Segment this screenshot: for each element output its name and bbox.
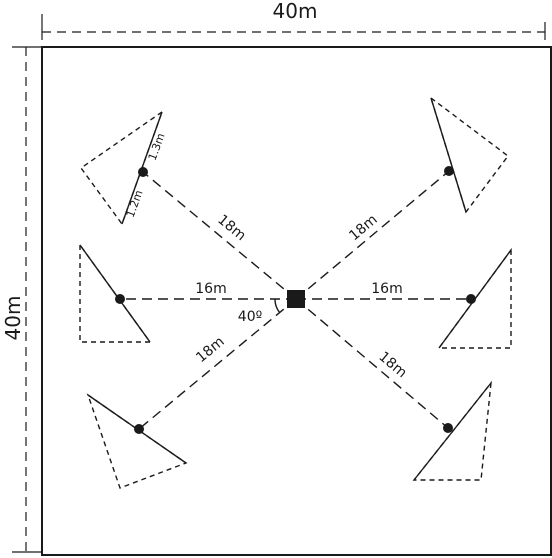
center-square — [287, 290, 305, 308]
site-boundary — [41, 46, 552, 556]
dimension-lines — [12, 14, 546, 553]
dot-left — [115, 294, 125, 304]
line-bottom-right — [295, 298, 449, 429]
height-label: 40m — [1, 296, 25, 341]
dot-right — [466, 294, 476, 304]
panel-top-left — [80, 110, 164, 226]
radial-lines — [120, 170, 471, 430]
distance-label-left: 16m — [195, 281, 226, 297]
distance-label-bottom-right: 18m — [375, 349, 409, 382]
panel-left — [79, 242, 152, 343]
panel-bottom-right — [412, 380, 492, 481]
distance-label-top-right: 18m — [346, 212, 380, 244]
distance-label-top-left: 18m — [214, 212, 248, 244]
angle-arc — [274, 298, 281, 314]
angle-label: 40º — [238, 309, 262, 325]
distance-label-bottom-left: 18m — [193, 334, 227, 366]
line-bottom-left — [138, 298, 297, 430]
panel-edge-label-b: 1.2m — [124, 188, 146, 219]
endpoints — [115, 166, 476, 434]
dot-top-right — [444, 166, 454, 176]
dot-bottom-left — [134, 424, 144, 434]
panel-top-right — [429, 96, 509, 214]
width-label: 40m — [273, 0, 318, 23]
panel-bottom-left — [86, 393, 188, 489]
line-top-right — [295, 170, 450, 300]
panel-edge-label-a: 1.3m — [146, 131, 168, 162]
dot-bottom-right — [443, 423, 453, 433]
dot-top-left — [138, 167, 148, 177]
line-top-left — [142, 171, 297, 300]
distance-label-right: 16m — [371, 281, 402, 297]
